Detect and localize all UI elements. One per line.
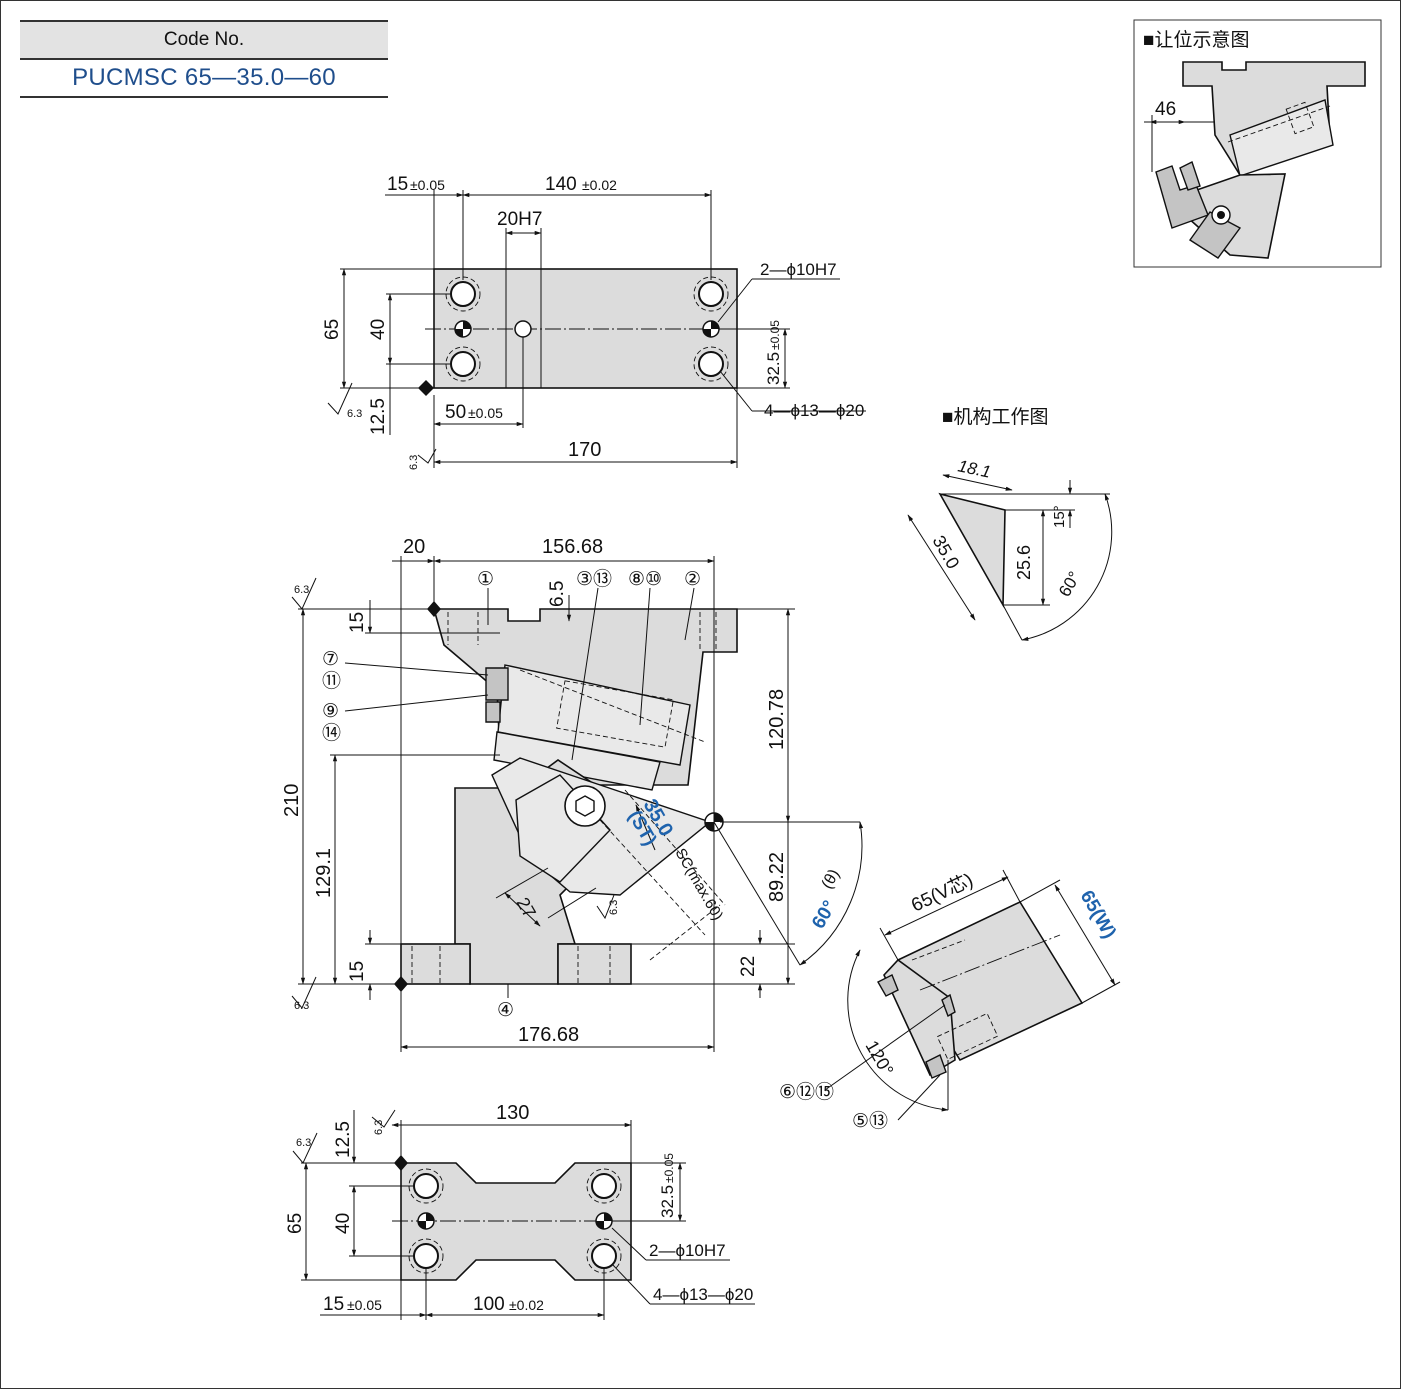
- code-number-box: Code No. PUCMSC 65—35.0—60: [20, 20, 388, 98]
- driver-block: [515, 774, 611, 883]
- clearance-diagram: ■让位示意图 46: [1133, 19, 1382, 268]
- bottom-hole-3: [586, 1168, 622, 1204]
- dim-140-tol: ±0.02: [582, 177, 617, 193]
- dim-176-68: 176.68: [518, 1024, 579, 1046]
- dim-15deg: 15°: [1051, 505, 1068, 528]
- top-hole-3: [693, 276, 729, 312]
- dim-65: 65: [322, 319, 343, 340]
- top-dowel-2: [702, 320, 720, 338]
- dim-6-5: 6.5: [547, 581, 568, 607]
- dim-140: 140: [545, 174, 577, 195]
- bottom-dowel-2: [595, 1212, 613, 1230]
- top-hole-4: [693, 346, 729, 382]
- dim-170: 170: [568, 439, 601, 461]
- dim-65w: 65(W): [1076, 887, 1120, 942]
- bottom-plate-body: [400, 1162, 632, 1281]
- roughness-bottom-2: 6.3: [373, 1120, 385, 1135]
- cam-detail: 65(V芯) 65(W) 120° ⑥⑫⑮ ⑤⑬: [779, 869, 1121, 1132]
- note-pins-bottom: 2—ϕ10H7: [649, 1241, 726, 1260]
- cam-wear-plate: [493, 731, 661, 791]
- angle-120: 120°: [862, 1037, 898, 1079]
- top-hole-2: [445, 346, 481, 382]
- angle-60: 60°: [808, 897, 841, 932]
- retainer-block-7: [485, 667, 509, 701]
- dim-65-bottom: 65: [285, 1213, 306, 1234]
- side-view: 20 156.68 6.5 15 210 120.78 129.1 89.22 …: [281, 536, 864, 1052]
- code-value: PUCMSC 65—35.0—60: [20, 60, 388, 98]
- dim-120-78: 120.78: [766, 689, 788, 750]
- dim-15: 15: [387, 174, 408, 195]
- balloon-9: ⑨: [322, 701, 339, 722]
- balloon-8-10: ⑧⑩: [628, 569, 662, 590]
- note-holes-bottom: 4—ϕ13—ϕ20: [653, 1285, 753, 1304]
- dim-20h7: 20H7: [497, 209, 542, 230]
- top-hole-1: [445, 276, 481, 312]
- dim-89-22: 89.22: [766, 852, 788, 902]
- dim-15-bottom: 15: [347, 961, 368, 982]
- dim-32-5-tol: ±0.05: [768, 320, 782, 350]
- code-label: Code No.: [20, 20, 388, 60]
- balloon-3-13: ③⑬: [576, 568, 612, 590]
- retainer-block-9: [485, 701, 501, 723]
- dim-22: 22: [738, 956, 759, 977]
- bottom-view: 130 12.5 65 40 32.5 ±0.05 15 ±0.05 100 ±…: [285, 1102, 755, 1320]
- dim-129-1: 129.1: [313, 848, 335, 898]
- dim-15-bottom-left: 15: [323, 1294, 344, 1315]
- roughness-top-1: 6.3: [347, 408, 362, 420]
- mechanism-title: ■机构工作图: [942, 406, 1048, 428]
- dim-15-top: 15: [347, 612, 368, 633]
- balloon-5-13: ⑤⑬: [852, 1110, 888, 1132]
- dim-50-tol: ±0.05: [468, 405, 503, 421]
- balloon-1: ①: [477, 569, 494, 590]
- dim-35-0: 35.0: [929, 532, 964, 572]
- balloon-6-12-15: ⑥⑫⑮: [779, 1081, 834, 1103]
- dim-32-5-tol-bottom: ±0.05: [662, 1153, 676, 1183]
- roughness-side-1: 6.3: [294, 584, 309, 596]
- base-foot-left: [400, 943, 471, 985]
- dim-60deg: 60°: [1055, 568, 1084, 600]
- dim-156-68: 156.68: [542, 536, 603, 558]
- balloon-2: ②: [684, 569, 701, 590]
- dim-15-tol: ±0.05: [410, 177, 445, 193]
- top-view: 15 ±0.05 140 ±0.02 20H7 2—ϕ10H7 4—ϕ13—ϕ2…: [322, 174, 866, 470]
- dim-18-1: 18.1: [956, 456, 992, 481]
- top-center-hole: [514, 320, 532, 338]
- dim-130: 130: [496, 1102, 529, 1124]
- dim-65v: 65(V芯): [908, 869, 977, 917]
- top-plate-body: [433, 268, 738, 389]
- dim-25-6: 25.6: [1014, 545, 1034, 580]
- dim-50: 50: [445, 402, 466, 423]
- roughness-side-2: 6.3: [294, 1000, 309, 1012]
- note-pins-top: 2—ϕ10H7: [760, 260, 837, 279]
- roughness-bottom-1: 6.3: [296, 1137, 311, 1149]
- dim-100: 100: [473, 1294, 505, 1315]
- balloon-11: ⑪: [322, 670, 341, 692]
- balloon-7: ⑦: [322, 649, 339, 670]
- clearance-title: ■让位示意图: [1143, 29, 1249, 51]
- roughness-side-3: 6.3: [608, 900, 620, 915]
- bottom-dowel-1: [417, 1212, 435, 1230]
- dim-32-5: 32.5: [764, 352, 783, 385]
- roughness-top-2: 6.3: [408, 455, 420, 470]
- dim-210: 210: [281, 784, 303, 817]
- top-dowel-1: [454, 320, 472, 338]
- note-holes-top: 4—ϕ13—ϕ20: [764, 401, 864, 420]
- mechanism-diagram: ■机构工作图 18.1 35.0 25.6 15° 60°: [907, 406, 1113, 641]
- dim-46: 46: [1155, 99, 1176, 120]
- dim-20: 20: [403, 536, 425, 558]
- dim-40: 40: [368, 319, 389, 340]
- balloon-4: ④: [497, 1000, 514, 1021]
- dim-100-tol: ±0.02: [509, 1297, 544, 1313]
- dim-12-5: 12.5: [368, 398, 389, 435]
- dim-40-bottom: 40: [333, 1213, 354, 1234]
- balloon-14: ⑭: [322, 722, 341, 744]
- angle-theta: (θ): [819, 867, 844, 892]
- dim-12-5-bottom: 12.5: [333, 1121, 354, 1158]
- dim-32-5-bottom: 32.5: [658, 1185, 677, 1218]
- base-foot-right: [557, 943, 632, 985]
- dim-15-tol-bottom: ±0.05: [347, 1297, 382, 1313]
- sc-label: SC(max.60): [672, 846, 727, 924]
